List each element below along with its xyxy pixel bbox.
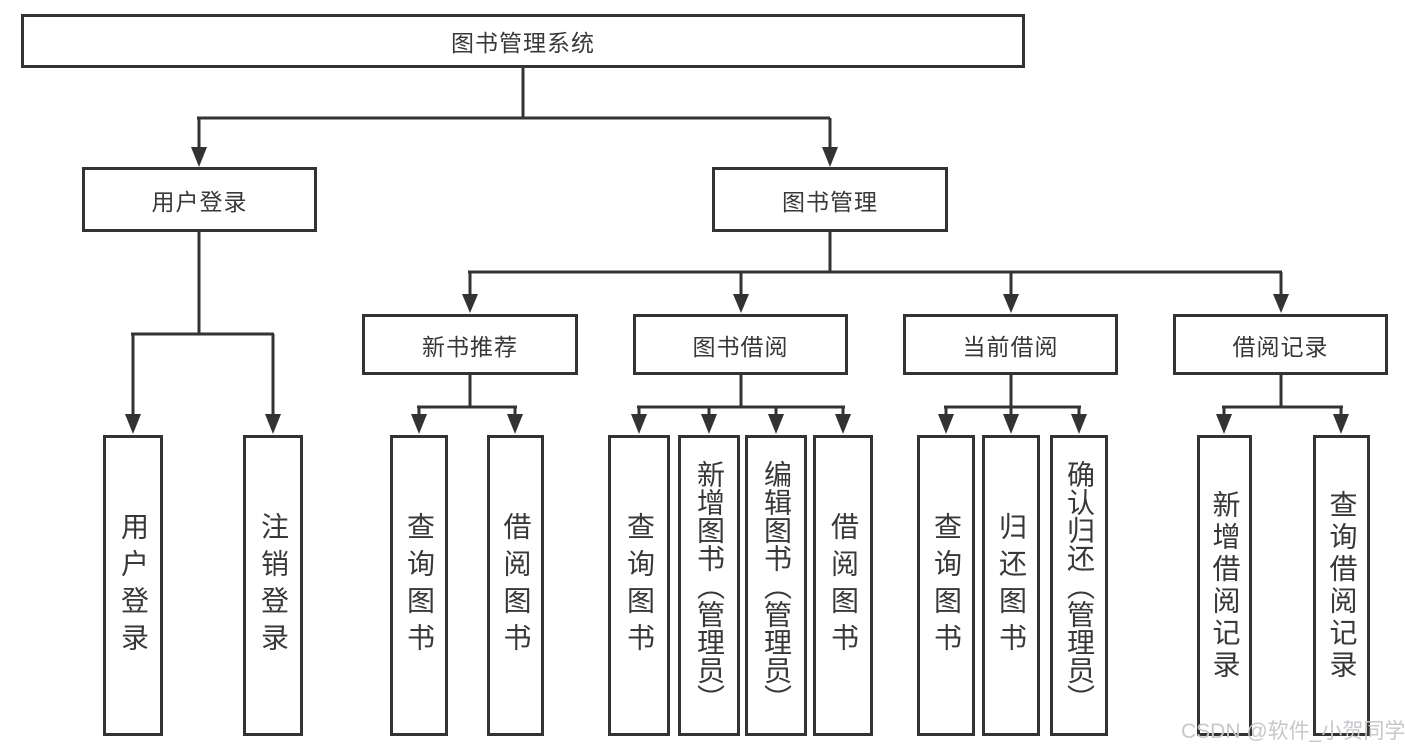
leaf-query-books-borrowing: 查询图书 [608,435,670,736]
node-label: 用户登录 [151,188,248,215]
node-label: 确认归还（管理员） [1064,459,1095,712]
leaf-return-book: 归还图书 [982,435,1040,736]
leaf-confirm-return-admin: 确认归还（管理员） [1050,435,1108,736]
leaf-query-borrow-record: 查询借阅记录 [1313,435,1370,736]
leaf-add-book-admin: 新增图书（管理员） [678,435,740,736]
leaf-borrow-books-borrowing: 借阅图书 [813,435,873,736]
leaf-borrow-books-recommend: 借阅图书 [487,435,544,736]
leaf-query-books-current: 查询图书 [917,435,975,736]
node-label: 注销登录 [258,511,289,660]
node-label: 图书管理 [782,188,878,215]
node-label: 借阅记录 [1232,333,1329,360]
node-label: 查询图书 [624,511,655,660]
node-borrowing-records: 借阅记录 [1173,314,1388,375]
node-label: 新增借阅记录 [1209,489,1241,682]
node-label: 用户登录 [118,511,149,660]
node-label: 当前借阅 [962,333,1059,360]
node-label: 图书借阅 [692,333,789,360]
node-book-management: 图书管理 [712,167,948,232]
node-label: 归还图书 [996,511,1027,660]
node-label: 查询图书 [404,511,435,660]
node-label: 新书推荐 [422,333,518,360]
csdn-watermark: CSDN @软件_小贺同学 [1181,720,1405,743]
node-user-login: 用户登录 [82,167,317,232]
leaf-edit-book-admin: 编辑图书（管理员） [745,435,807,736]
node-current-borrowing: 当前借阅 [903,314,1118,375]
leaf-logout: 注销登录 [243,435,303,736]
node-label: 编辑图书（管理员） [761,459,792,712]
node-new-book-recommendation: 新书推荐 [362,314,578,375]
node-label: 借阅图书 [500,511,532,660]
leaf-query-books-recommend: 查询图书 [390,435,448,736]
node-label: 借阅图书 [828,511,859,660]
node-book-borrowing: 图书借阅 [633,314,848,375]
node-label: 查询借阅记录 [1326,489,1358,682]
node-label: 新增图书（管理员） [694,459,725,712]
node-library-management-system: 图书管理系统 [21,14,1025,68]
node-label: 图书管理系统 [451,30,595,56]
node-label: 查询图书 [931,511,962,660]
leaf-add-borrow-record: 新增借阅记录 [1197,435,1252,736]
leaf-user-login: 用户登录 [103,435,163,736]
